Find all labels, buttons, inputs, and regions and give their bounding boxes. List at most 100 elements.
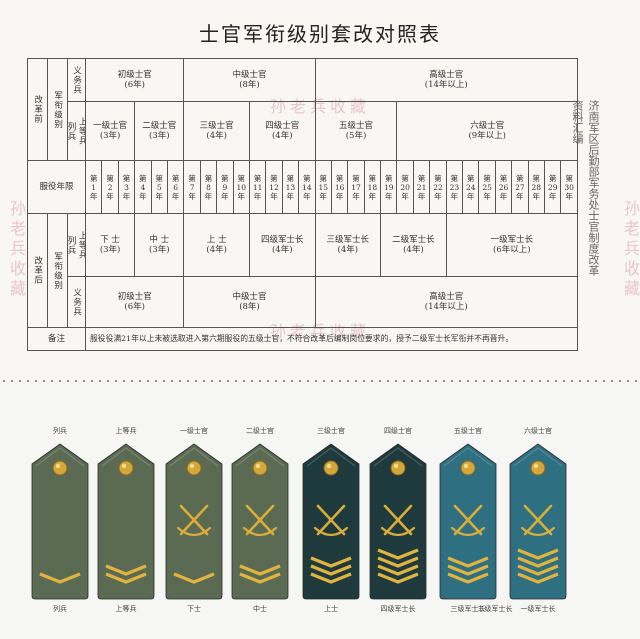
- board-bottom-label: 一级军士长: [520, 605, 556, 613]
- watermark: 孙老兵收藏: [7, 200, 26, 300]
- rank-name: 列兵: [67, 121, 77, 141]
- grade-years: (4年): [403, 245, 424, 255]
- chevron-stripe: [377, 572, 419, 584]
- chevron-stripe: [239, 564, 281, 576]
- chevron-stripe: [377, 548, 419, 560]
- year-part: 14: [302, 182, 312, 192]
- chevron-stripe: [447, 564, 489, 576]
- crossed-rifles-icon: [450, 504, 486, 537]
- chevron-stripe: [310, 572, 352, 584]
- year-part: 第: [106, 173, 114, 183]
- year-part: 年: [417, 191, 426, 201]
- board-top-label: 列兵: [53, 427, 67, 435]
- button-icon: [52, 460, 68, 476]
- note-label: 备注: [27, 327, 86, 351]
- year-part: 16: [334, 182, 345, 192]
- table-row: 列兵上等兵一级士官(3年)二级士官(3年)三级士官(4年)四级士官(4年)五级士…: [28, 101, 578, 161]
- board-top-label: 二级士官: [246, 427, 274, 435]
- grade-years: (4年): [271, 245, 293, 255]
- year-part: 第: [221, 173, 229, 183]
- grade-name: 四级军士长: [260, 234, 304, 245]
- board-edge-highlight: [169, 447, 219, 467]
- year-part: 第: [319, 173, 327, 183]
- year-part: 第: [516, 173, 524, 183]
- grade-years: (4年): [206, 245, 227, 255]
- board-bottom-label: 下士: [187, 605, 201, 613]
- button-shine: [533, 463, 539, 469]
- grade-years: (3年): [99, 131, 121, 141]
- year-part: 21: [416, 182, 427, 192]
- shoulder-board-graphic: [231, 443, 289, 600]
- year-part: 第: [237, 173, 246, 183]
- year-part: 第: [532, 173, 541, 183]
- chevron-stripe: [517, 548, 559, 560]
- old-grade-cell: 五级士官(5年): [314, 101, 398, 161]
- button-icon: [530, 460, 546, 476]
- grade-years: (6年以上): [493, 245, 531, 255]
- crossed-rifles-icon: [242, 504, 278, 537]
- grade-name: 二级军士长: [392, 234, 435, 245]
- new-tier-cell: 初级士官(6年): [84, 276, 185, 328]
- crossed-rifles-icon: [520, 504, 556, 537]
- year-part: 年: [368, 191, 377, 201]
- year-part: 9: [222, 182, 228, 192]
- chevron-stripe: [310, 564, 352, 576]
- board-edge-highlight: [235, 447, 285, 467]
- rank-label: 军衔级别: [47, 58, 68, 161]
- rank-name: 列兵: [67, 235, 77, 255]
- year-part: 15: [318, 182, 328, 192]
- year-part: 29: [547, 182, 558, 192]
- dotted-divider: [0, 378, 640, 384]
- cell-text: 改革后: [32, 256, 43, 285]
- side-note: 济南军区后勤部军务处士官制度改革资料汇编: [571, 100, 600, 276]
- year-part: 第: [434, 173, 442, 183]
- year-part: 11: [252, 182, 263, 192]
- year-part: 年: [319, 191, 327, 201]
- grade-years: (4年): [337, 245, 359, 255]
- chevron-stripe: [447, 572, 489, 584]
- year-part: 第: [303, 173, 311, 183]
- year-part: 年: [106, 191, 114, 201]
- grade-name: 初级士官: [117, 69, 152, 80]
- button-shine: [55, 463, 61, 469]
- table-row: 义务兵初级士官(6年)中级士官(8年)高级士官(14年以上): [28, 276, 578, 328]
- year-part: 年: [253, 191, 262, 201]
- year-part: 年: [450, 191, 459, 201]
- board-bottom-label: 三级军士长: [450, 605, 486, 613]
- board-top-label: 六级士官: [524, 427, 552, 435]
- cell-text: 改革前: [32, 95, 43, 124]
- year-part: 年: [270, 191, 278, 201]
- grade-name: 中级士官: [232, 69, 267, 80]
- board-top-label: 上等兵: [115, 427, 137, 435]
- grade-years: (8年): [239, 80, 260, 90]
- year-part: 7: [189, 182, 195, 192]
- year-part: 第: [335, 173, 344, 183]
- grade-years: (4年): [271, 131, 293, 141]
- new-grade-cell: 下 士(3年): [84, 213, 136, 277]
- new-grade-cell: 四级军士长(4年): [248, 213, 316, 277]
- year-part: 年: [516, 191, 524, 201]
- grade-name: 四级士官: [265, 120, 300, 131]
- shoulder-board-graphic: [165, 443, 223, 600]
- board-top-label: 五级士官: [454, 427, 482, 435]
- grade-years: (4年): [206, 131, 227, 141]
- chevron-stripe: [517, 556, 559, 568]
- year-part: 10: [236, 182, 247, 192]
- chevron-stripe: [310, 556, 352, 568]
- year-part: 第: [401, 173, 409, 183]
- shoulder-board-graphic: [31, 443, 89, 600]
